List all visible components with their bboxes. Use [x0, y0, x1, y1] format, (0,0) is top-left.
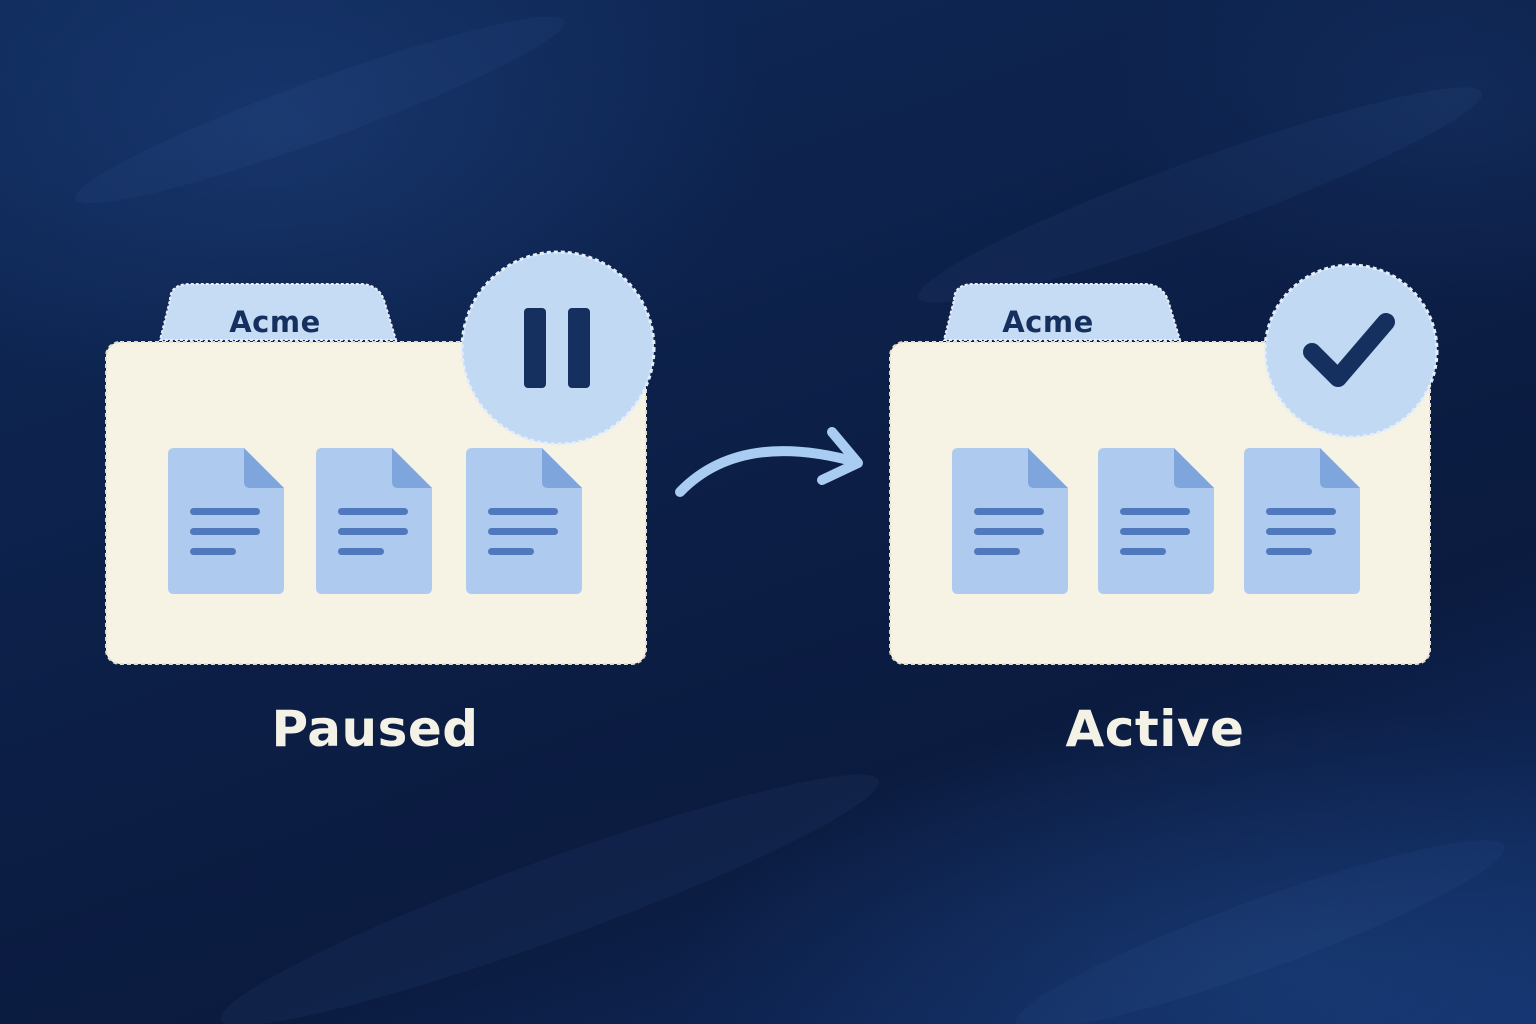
document-icon — [316, 448, 432, 594]
background-texture — [207, 742, 893, 1024]
folder-tab-label: Acme — [229, 305, 321, 339]
document-icon — [1244, 448, 1360, 594]
document-icon — [466, 448, 582, 594]
folder-tab-label: Acme — [1002, 305, 1094, 339]
folder-tab — [158, 283, 398, 341]
state-label-paused: Paused — [271, 700, 479, 758]
pause-badge — [460, 250, 656, 446]
pause-icon — [524, 308, 590, 388]
folder-tab — [942, 283, 1182, 341]
document-icon — [952, 448, 1068, 594]
arrow-right-icon — [675, 427, 863, 497]
document-icon — [1098, 448, 1214, 594]
checkmark-icon — [1303, 313, 1395, 387]
document-icon — [168, 448, 284, 594]
checkmark-badge — [1263, 263, 1439, 439]
background-texture — [1003, 813, 1517, 1024]
background-texture — [65, 0, 575, 228]
state-label-active: Active — [1065, 700, 1245, 758]
